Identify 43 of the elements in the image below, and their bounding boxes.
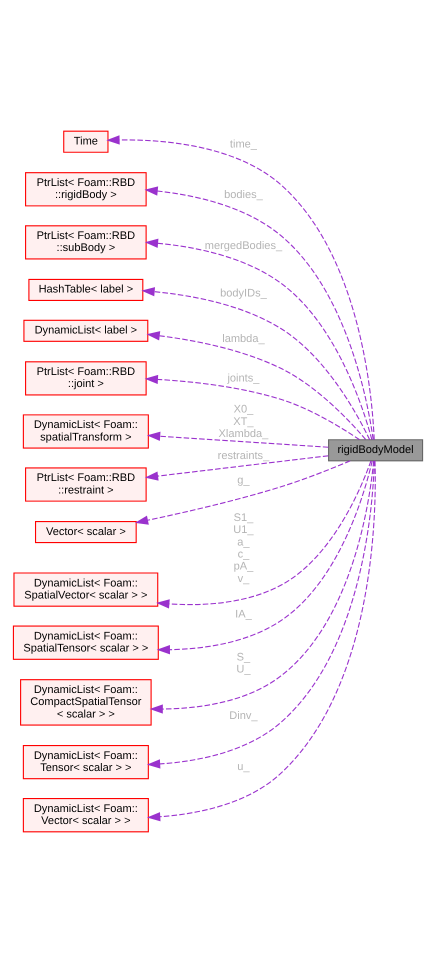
edge-label: time_ <box>229 138 256 150</box>
edge-label: S_ U_ <box>236 650 250 676</box>
node-box: rigidBodyModel <box>328 438 423 461</box>
edge-label: lambda_ <box>222 332 264 344</box>
edge-label: u_ <box>236 760 250 772</box>
node-box: DynamicList< Foam:: spatialTransform > <box>22 414 148 448</box>
node-box: DynamicList< Foam:: CompactSpatialTensor < scalar > > <box>20 678 152 726</box>
node-box: PtrList< Foam::RBD ::subBody > <box>24 224 146 259</box>
arrow <box>156 460 372 654</box>
node-box: PtrList< Foam::RBD ::restraint > <box>24 466 146 502</box>
arrow <box>144 374 360 440</box>
edge-label: joints_ <box>226 372 259 384</box>
edge-label: S1_ U1_ a_ c_ pA_ v_ <box>232 512 254 584</box>
edge-label: Dinv_ <box>228 709 258 722</box>
arrow <box>146 330 366 440</box>
arrow <box>156 460 371 608</box>
edge-label: g_ <box>236 474 250 486</box>
arrow <box>146 460 376 821</box>
arrow <box>149 460 374 714</box>
arrow <box>144 454 328 480</box>
node-box: DynamicList< Foam:: SpatialTensor< scalar > > <box>12 625 158 660</box>
edge-label: bodies_ <box>224 188 262 201</box>
node-box: HashTable< label > <box>28 278 143 300</box>
edge-label: IA_ <box>234 608 252 620</box>
arrow <box>146 431 328 448</box>
node-box: DynamicList< Foam:: Vector< scalar > > <box>22 798 148 832</box>
edge-label: restraints_ <box>217 450 269 462</box>
arrow <box>134 460 350 524</box>
node-box: PtrList< Foam::RBD ::joint > <box>24 360 146 396</box>
edge-label: mergedBodies_ <box>204 240 282 252</box>
node-box: DynamicList< Foam:: Tensor< scalar > > <box>22 744 148 779</box>
edge-label: X0_ XT_ Xlambda_ <box>218 403 268 440</box>
arrow <box>140 286 370 440</box>
node-box: PtrList< Foam::RBD ::rigidBody > <box>24 172 146 206</box>
node-box: DynamicList< Foam:: SpatialVector< scalar > > <box>12 572 158 606</box>
node-box: Vector< scalar > <box>34 520 136 543</box>
node-box: DynamicList< label > <box>22 319 148 342</box>
edge-label: bodyIDs_ <box>220 287 266 300</box>
arrow <box>106 134 374 440</box>
arrow <box>146 460 374 768</box>
arrow <box>144 186 374 439</box>
node-box: Time <box>62 130 108 152</box>
arrow <box>144 238 372 440</box>
